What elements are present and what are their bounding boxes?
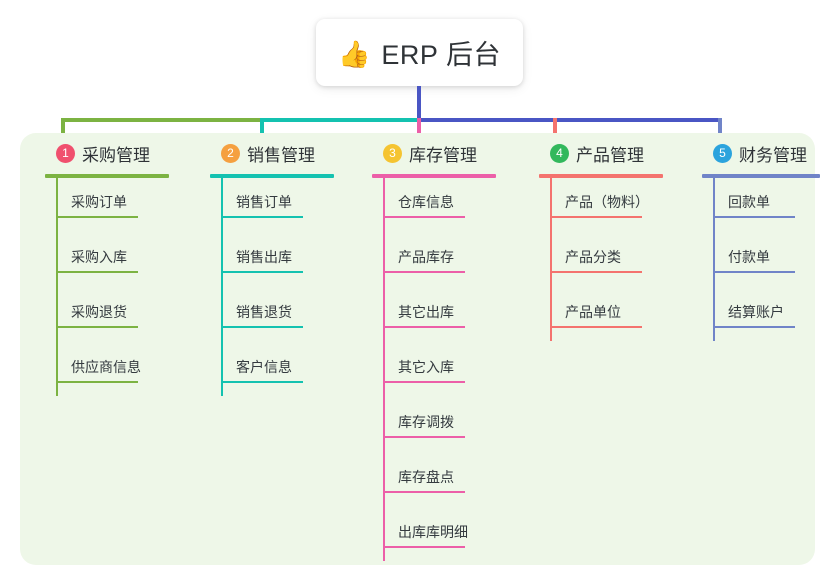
branch-title: 库存管理 [409,146,477,165]
branch-leaf-label: 其它出库 [398,304,454,320]
trunk-connector [417,86,421,119]
branch-leaf-rule [221,326,303,328]
branch-leaf-rule [383,326,465,328]
branch-title: 产品管理 [576,146,644,165]
branch-spine [550,176,552,341]
branch-column-2: 2 销售管理销售订单销售出库销售退货客户信息 [210,133,334,396]
branch-header[interactable]: 5 财务管理 [702,133,807,174]
branch-leaf-rule [550,271,642,273]
branch-spine [221,176,223,396]
branch-leaf-label: 销售退货 [236,304,292,320]
branch-column-1: 1 采购管理采购订单采购入库采购退货供应商信息 [45,133,169,396]
branch-leaf-label: 销售出库 [236,249,292,265]
branch-column-4: 4 产品管理产品（物料） 产品分类产品单位 [539,133,663,341]
thumbs-up-icon: 👍 [338,38,371,69]
branch-leaf-label: 出库库明细 [398,524,468,540]
branch-leaf-rule [550,326,642,328]
page-title: ERP 后台 [381,40,501,70]
branch-leaf-rule [713,326,795,328]
branch-leaf-rule [56,271,138,273]
branch-leaf-rule [713,216,795,218]
branch-leaf-label: 其它入库 [398,359,454,375]
branch-leaf-label: 产品单位 [565,304,621,320]
branch-leaf-rule [56,326,138,328]
branch-leaf-rule [383,271,465,273]
branch-leaf-rule [713,271,795,273]
branch-leaf-rule [383,436,465,438]
branch-number-badge: 3 [383,144,402,163]
branch-leaf-rule [56,381,138,383]
branch-leaf-rule [550,216,642,218]
branches-panel: 1 采购管理采购订单采购入库采购退货供应商信息 2 销售管理销售订单销售出库销售退货客… [20,133,820,565]
branch-column-5: 5 财务管理回款单付款单结算账户 [702,133,820,341]
branch-spine [713,176,715,341]
branch-leaf-label: 采购订单 [71,194,127,210]
branch-header-rule [210,174,334,178]
branch-number-badge: 2 [221,144,240,163]
branch-number-badge: 4 [550,144,569,163]
branch-column-3: 3 库存管理仓库信息产品库存其它出库其它入库库存调拨库存盘点出库库明细 [372,133,496,561]
branch-title: 采购管理 [82,146,150,165]
branch-leaf-rule [221,271,303,273]
branch-leaf-label: 付款单 [728,249,770,265]
branch-number-badge: 1 [56,144,75,163]
branch-leaf-label: 采购退货 [71,304,127,320]
branch-leaf-rule [221,216,303,218]
branch-number-badge: 5 [713,144,732,163]
branch-title: 销售管理 [247,146,315,165]
branch-leaf-label: 库存调拨 [398,414,454,430]
branch-spine [383,176,385,561]
branch-header-rule [539,174,663,178]
connector-bar-segment [419,118,722,122]
branch-leaf-label: 仓库信息 [398,194,454,210]
branch-leaf-rule [383,491,465,493]
branch-header-rule [45,174,169,178]
branch-leaf-label: 产品库存 [398,249,454,265]
branch-leaf-label: 采购入库 [71,249,127,265]
branch-header[interactable]: 1 采购管理 [45,133,150,174]
branch-leaf-rule [56,216,138,218]
branch-leaf-rule [383,216,465,218]
branch-header-rule [372,174,496,178]
branch-spine [56,176,58,396]
branch-leaf-label: 产品分类 [565,249,621,265]
branch-leaf-label: 结算账户 [728,304,784,320]
branch-header[interactable]: 2 销售管理 [210,133,315,174]
branch-header[interactable]: 4 产品管理 [539,133,644,174]
branch-leaf-rule [221,381,303,383]
branch-leaf-label: 供应商信息 [71,359,141,375]
branch-header-rule [702,174,820,178]
branch-leaf-rule [383,381,465,383]
branch-header[interactable]: 3 库存管理 [372,133,477,174]
branch-leaf-label: 产品（物料） [565,194,649,210]
root-node-card[interactable]: 👍 ERP 后台 [316,19,523,86]
branch-leaf-rule [383,546,465,548]
connector-bar-segment [63,118,263,122]
connector-bar-segment [263,118,419,122]
branch-title: 财务管理 [739,146,807,165]
branch-leaf-label: 客户信息 [236,359,292,375]
branch-leaf-label: 回款单 [728,194,770,210]
branch-leaf-label: 销售订单 [236,194,292,210]
branch-leaf-label: 库存盘点 [398,469,454,485]
